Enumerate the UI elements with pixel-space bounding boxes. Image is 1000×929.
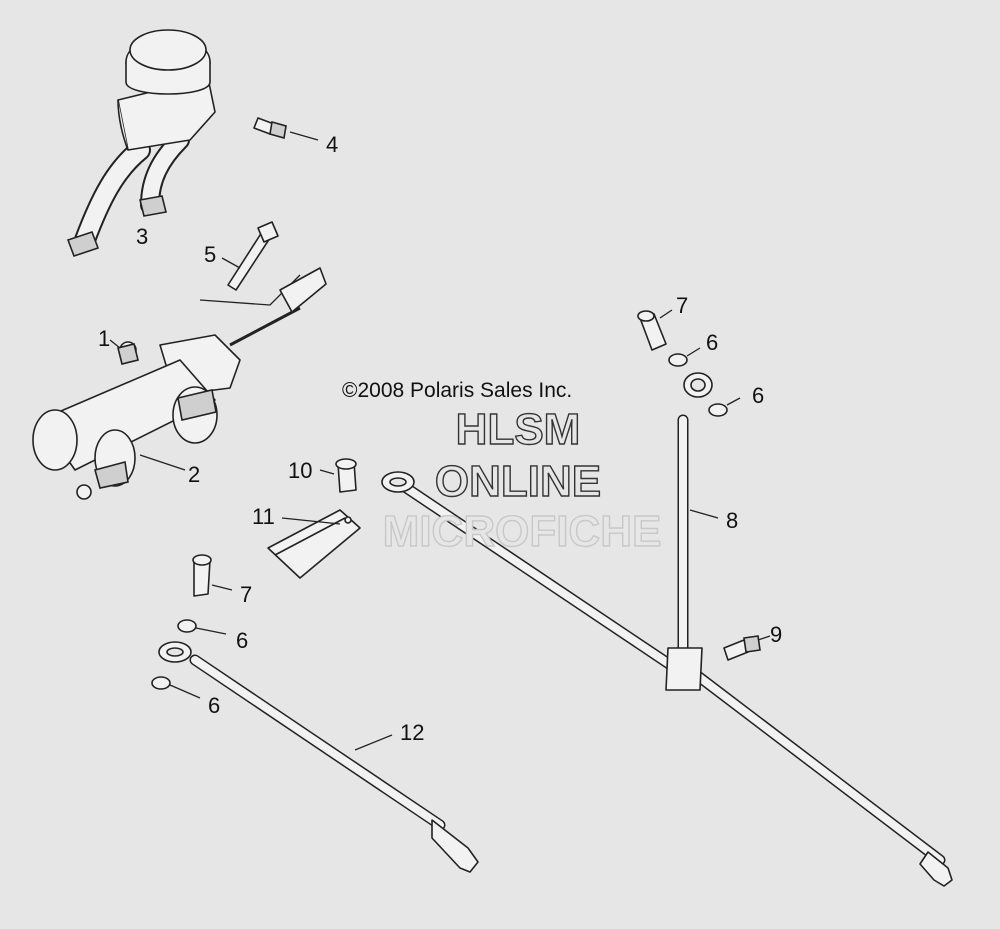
master-cylinder — [32, 267, 327, 500]
bolt-4 — [253, 117, 319, 141]
callout-1: 1 — [98, 326, 110, 351]
pin-5 — [221, 221, 279, 291]
bracket-11 — [267, 509, 361, 579]
washers-right — [668, 347, 741, 417]
watermark-line-3: MICROFICHE — [383, 507, 662, 556]
callout-9: 9 — [770, 622, 782, 647]
callout-6-upper: 6 — [706, 330, 718, 355]
callout-6-left-upper: 6 — [236, 628, 248, 653]
bolt-7-left — [192, 554, 233, 597]
callout-6-right: 6 — [752, 383, 764, 408]
copyright-text: ©2008 Polaris Sales Inc. — [342, 379, 572, 402]
callout-4: 4 — [326, 132, 338, 157]
callout-3: 3 — [136, 224, 148, 249]
reservoir-assembly — [66, 29, 216, 258]
callout-12: 12 — [400, 720, 424, 745]
callout-10: 10 — [288, 458, 312, 483]
callout-6-left-lower: 6 — [208, 693, 220, 718]
hose-12 — [158, 641, 479, 873]
watermark-line-2: ONLINE — [435, 457, 601, 506]
watermark-line-1: HLSM — [456, 405, 581, 454]
hose-8 — [381, 372, 953, 887]
bolt-9 — [723, 635, 771, 661]
callout-7-right: 7 — [676, 293, 688, 318]
nut-1 — [109, 339, 139, 365]
callout-7-left: 7 — [240, 582, 252, 607]
callout-11: 11 — [252, 504, 275, 529]
callout-5: 5 — [204, 242, 216, 267]
bolt-7-right — [637, 309, 673, 351]
callout-2: 2 — [188, 462, 200, 487]
bolt-10 — [319, 458, 357, 493]
callout-8: 8 — [726, 508, 738, 533]
washers-left — [151, 619, 227, 699]
